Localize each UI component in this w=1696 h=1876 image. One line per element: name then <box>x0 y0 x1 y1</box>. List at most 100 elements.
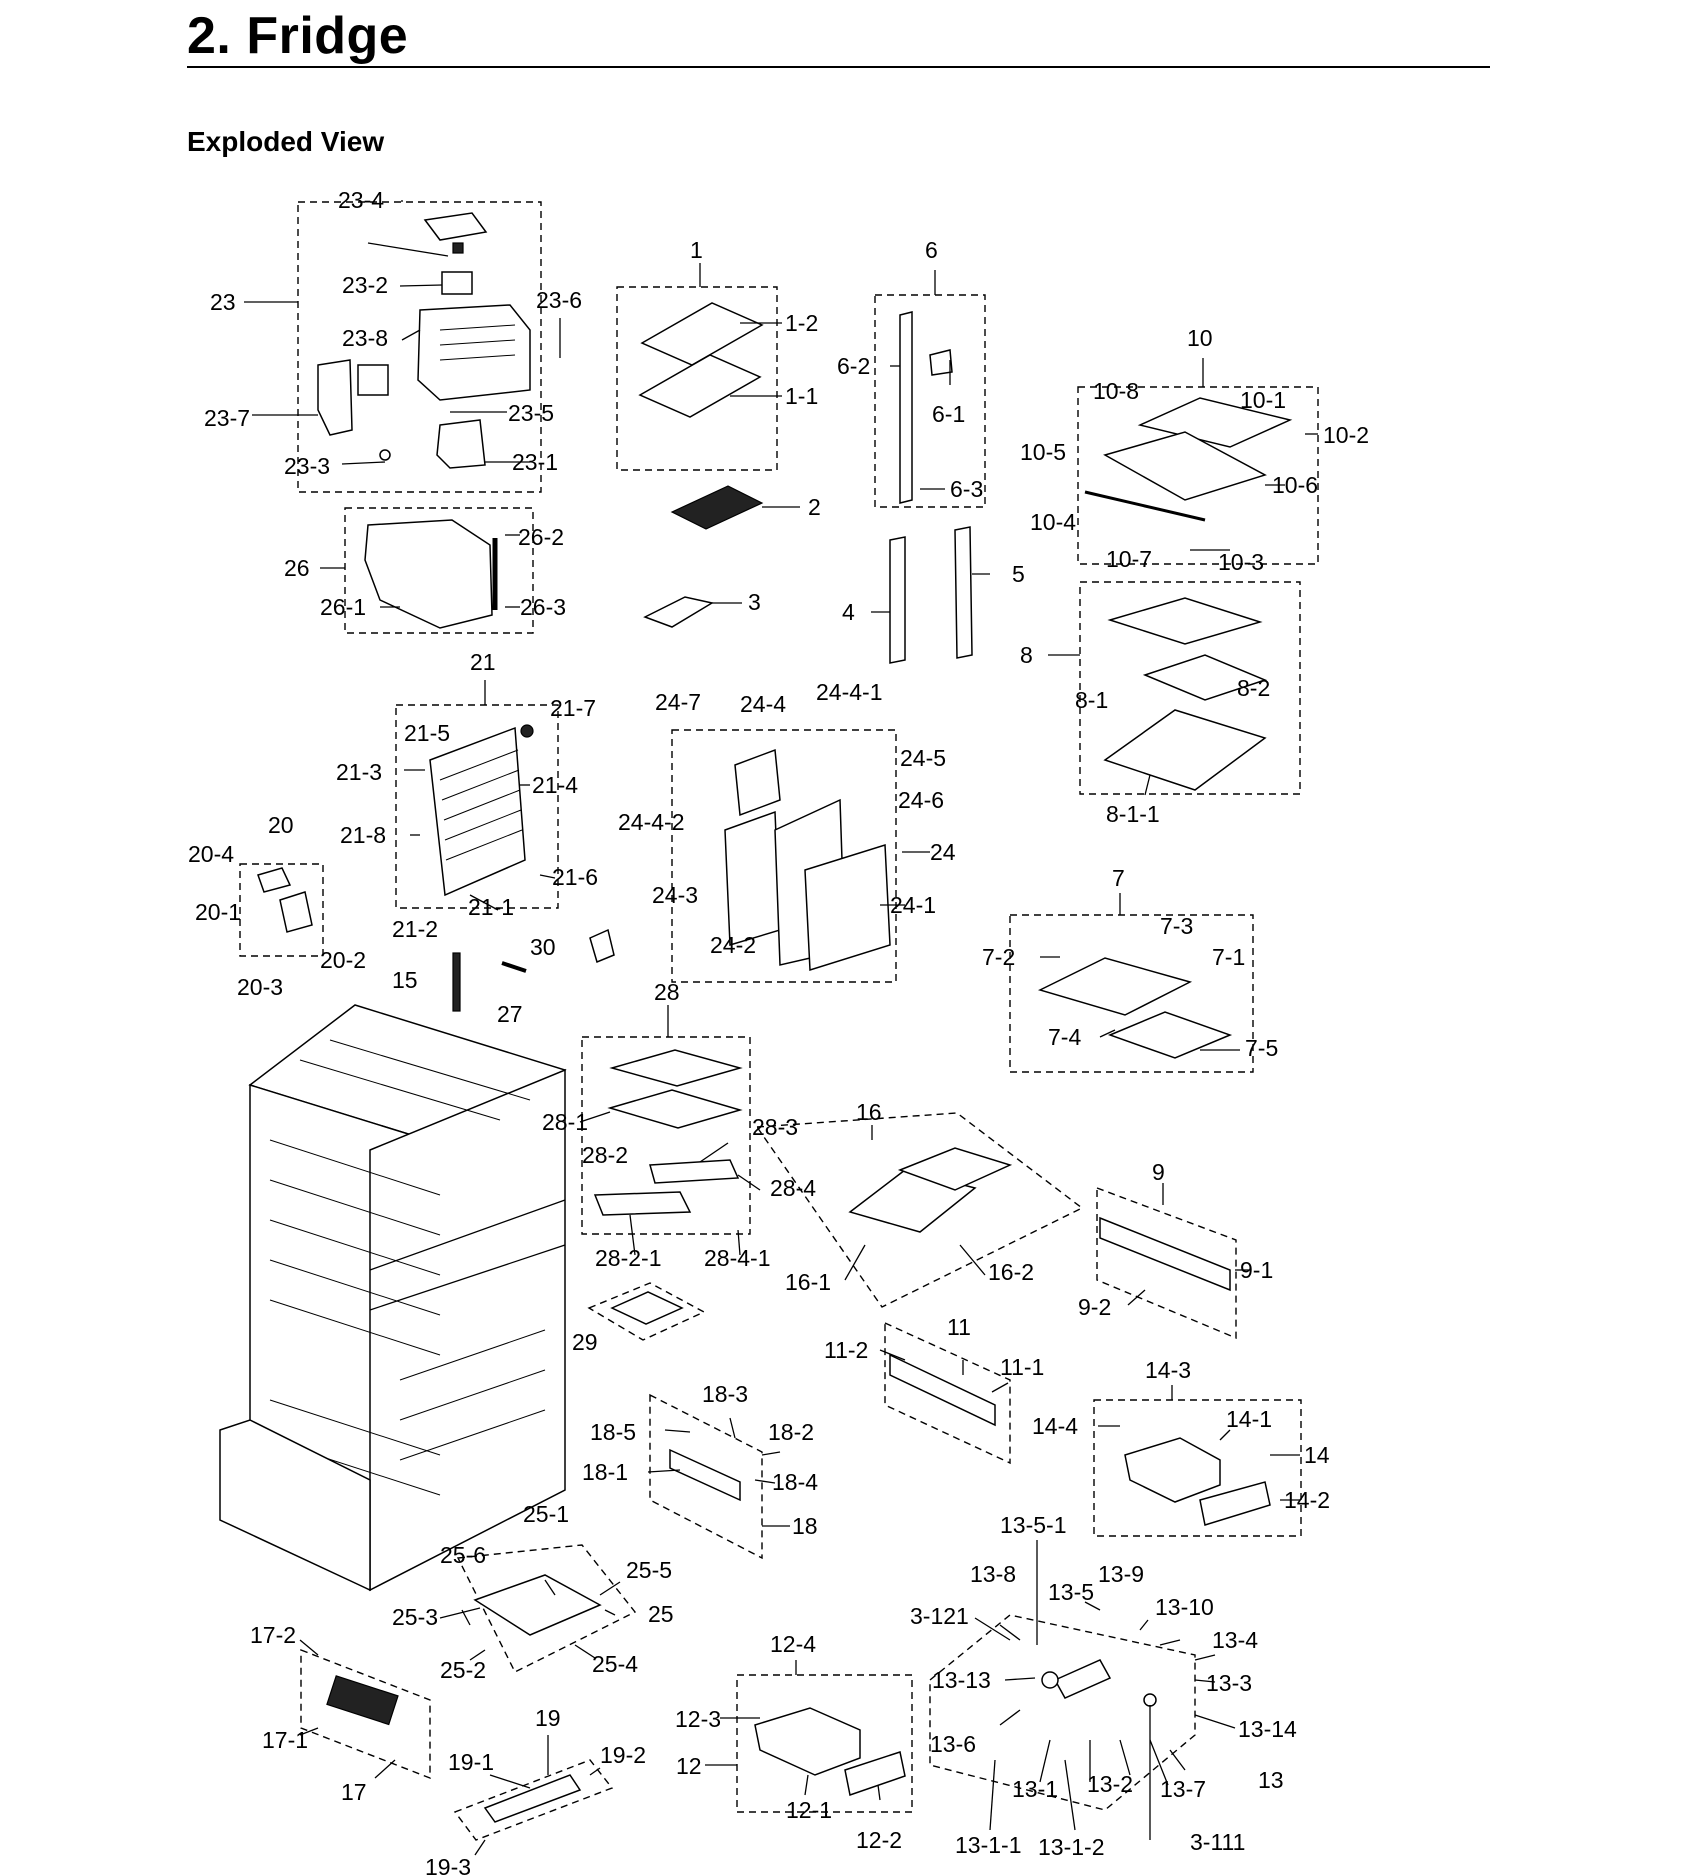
callout-23-8: 23-8 <box>342 325 388 351</box>
callout-19-1: 19-1 <box>448 1749 494 1775</box>
callout-20-3: 20-3 <box>237 974 283 1000</box>
callout-11-1: 11-1 <box>1000 1354 1044 1380</box>
callout-24-2: 24-2 <box>710 932 756 958</box>
callout-21-2: 21-2 <box>392 916 438 942</box>
group-box-9 <box>1096 1186 1237 1340</box>
shelf-7-illustration <box>1037 957 1233 1059</box>
callout-13-1-2: 13-1-2 <box>1038 1834 1104 1860</box>
callout-23-1: 23-1 <box>512 449 558 475</box>
dispenser-illustration <box>724 748 891 972</box>
callout-23-3: 23-3 <box>284 453 330 479</box>
callout-13-6: 13-6 <box>930 1731 976 1757</box>
callout-25: 25 <box>648 1601 674 1627</box>
callout-13-5: 13-5 <box>1048 1579 1094 1605</box>
group-box-10 <box>1077 386 1319 565</box>
callout-13-3: 13-3 <box>1206 1670 1252 1696</box>
ice-bucket-illustration <box>364 519 498 629</box>
callout-8: 8 <box>1020 642 1033 668</box>
part-20-illustration <box>257 867 313 933</box>
callout-10-1: 10-1 <box>1240 387 1286 413</box>
callout-23-5: 23-5 <box>508 400 554 426</box>
callout-24-7: 24-7 <box>655 689 701 715</box>
callout-7-4: 7-4 <box>1048 1024 1081 1050</box>
callout-25-1: 25-1 <box>523 1501 569 1527</box>
callout-23-7: 23-7 <box>204 405 250 431</box>
part-19-illustration <box>483 1774 582 1823</box>
callout-20-4: 20-4 <box>188 841 234 867</box>
section-heading: Exploded View <box>187 126 385 157</box>
callout-13-8: 13-8 <box>970 1561 1016 1587</box>
callout-6: 6 <box>925 237 938 263</box>
callout-13-7: 13-7 <box>1160 1776 1206 1802</box>
callout-17: 17 <box>341 1779 367 1805</box>
callout-26-1: 26-1 <box>320 594 366 620</box>
callout-28-1: 28-1 <box>542 1109 588 1135</box>
group-box-13 <box>929 1614 1196 1811</box>
callout-13-4: 13-4 <box>1212 1627 1258 1653</box>
rail-6-illustration <box>899 311 953 504</box>
callout-19-2: 19-2 <box>600 1742 646 1768</box>
evaporator-illustration <box>429 724 534 897</box>
group-box-25 <box>456 1544 637 1673</box>
group-box-12 <box>736 1674 913 1813</box>
group-box-11 <box>884 1321 1011 1465</box>
cabinet-illustration <box>219 1004 567 1592</box>
callout-21-3: 21-3 <box>336 759 382 785</box>
callout-7-1: 7-1 <box>1212 944 1245 970</box>
callout-13-14: 13-14 <box>1238 1716 1297 1742</box>
callout-24-4: 24-4 <box>740 691 786 717</box>
callout-23: 23 <box>210 289 236 315</box>
part-27-illustration <box>501 961 527 973</box>
part-17-illustration <box>326 1675 399 1726</box>
callout-26-2: 26-2 <box>518 524 564 550</box>
callout-14-4: 14-4 <box>1032 1413 1078 1439</box>
part-28-illustration <box>593 1049 743 1216</box>
callout-3-121: 3-121 <box>910 1603 969 1629</box>
group-box-20 <box>239 863 324 957</box>
callout-14-3: 14-3 <box>1145 1357 1191 1383</box>
part-11-illustration <box>889 1353 996 1427</box>
callout-24-5: 24-5 <box>900 745 946 771</box>
group-box-16 <box>755 1112 1084 1308</box>
group-box-8 <box>1079 581 1301 795</box>
callout-10-6: 10-6 <box>1272 472 1318 498</box>
callout-21-6: 21-6 <box>552 864 598 890</box>
callout-7-2: 7-2 <box>982 944 1015 970</box>
callout-21: 21 <box>470 649 496 675</box>
callout-28-2: 28-2 <box>582 1142 628 1168</box>
callout-labels: 1 1-1 1-2 2 3 4 5 6 6-1 6-2 6-3 7 7-1 7-… <box>188 187 1369 1876</box>
callout-4: 4 <box>842 599 855 625</box>
callout-25-4: 25-4 <box>592 1651 638 1677</box>
group-boxes <box>239 201 1319 1841</box>
callout-24-3: 24-3 <box>652 882 698 908</box>
rail-4-illustration <box>889 536 906 664</box>
callout-7-5: 7-5 <box>1245 1035 1278 1061</box>
callout-9-2: 9-2 <box>1078 1294 1111 1320</box>
group-box-18 <box>649 1393 763 1560</box>
callout-25-3: 25-3 <box>392 1604 438 1630</box>
callout-13-13: 13-13 <box>932 1667 991 1693</box>
callout-3-111: 3-111 <box>1190 1829 1245 1855</box>
part-15-illustration <box>452 952 461 1012</box>
callout-12-1: 12-1 <box>786 1797 832 1823</box>
callout-21-4: 21-4 <box>532 772 578 798</box>
callout-5: 5 <box>1012 561 1025 587</box>
callout-12-4: 12-4 <box>770 1631 816 1657</box>
callout-28: 28 <box>654 979 680 1005</box>
page-title: 2. Fridge <box>187 7 409 65</box>
shelf-8-illustration <box>1103 597 1268 791</box>
callout-18-5: 18-5 <box>590 1419 636 1445</box>
callout-29: 29 <box>572 1329 598 1355</box>
part-18-illustration <box>669 1448 741 1502</box>
callout-16-2: 16-2 <box>988 1259 1034 1285</box>
callout-24-1: 24-1 <box>890 892 936 918</box>
callout-10-4: 10-4 <box>1030 509 1076 535</box>
group-box-24 <box>671 729 897 983</box>
callout-24-4-2: 24-4-2 <box>618 809 684 835</box>
callout-10-2: 10-2 <box>1323 422 1369 448</box>
callout-1-2: 1-2 <box>785 310 818 336</box>
callout-13-2: 13-2 <box>1087 1771 1133 1797</box>
callout-24-4-1: 24-4-1 <box>816 679 882 705</box>
callout-11-2: 11-2 <box>824 1337 868 1363</box>
callout-2: 2 <box>808 494 821 520</box>
